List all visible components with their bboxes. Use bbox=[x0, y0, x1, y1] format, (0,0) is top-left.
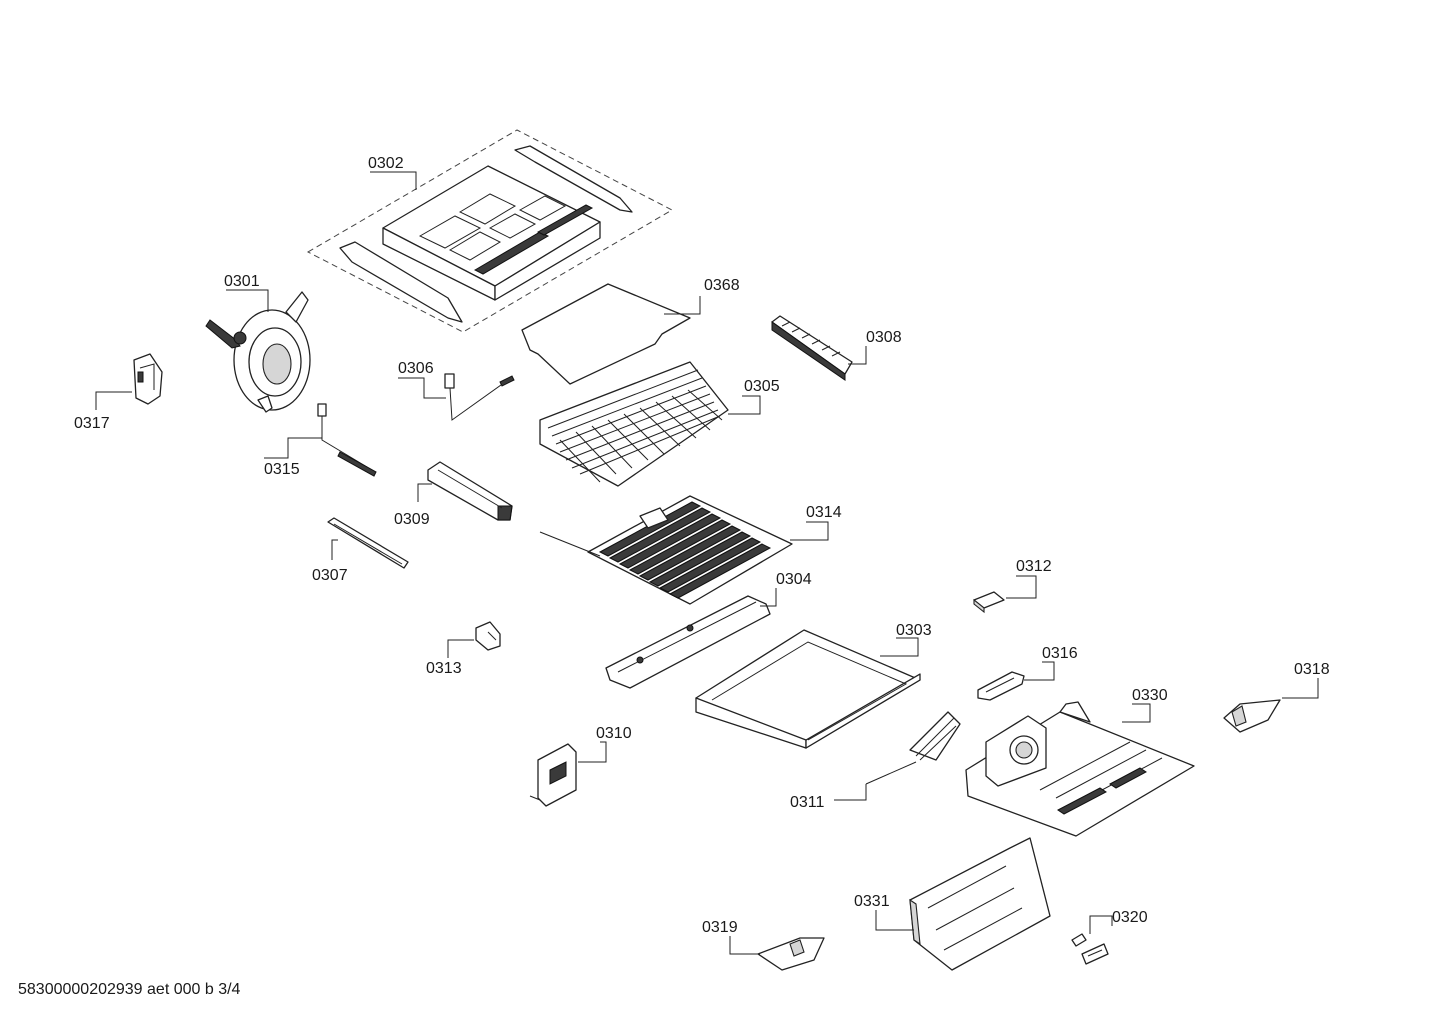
label-0317: 0317 bbox=[74, 415, 110, 432]
label-0304: 0304 bbox=[776, 571, 812, 588]
part-0307-strip[interactable] bbox=[327, 517, 409, 569]
part-0330-housing[interactable] bbox=[965, 701, 1195, 837]
part-0319-corner[interactable] bbox=[757, 937, 825, 971]
part-0318-corner[interactable] bbox=[1223, 699, 1281, 733]
part-0313-clip[interactable] bbox=[475, 621, 501, 651]
document-id-footer: 58300000202939 aet 000 b 3/4 bbox=[18, 981, 241, 998]
part-0312-block[interactable] bbox=[973, 591, 1005, 614]
label-0310: 0310 bbox=[596, 725, 632, 742]
label-0305: 0305 bbox=[744, 378, 780, 395]
label-0309: 0309 bbox=[394, 511, 430, 528]
part-0306-sensor[interactable] bbox=[444, 373, 515, 421]
label-0331: 0331 bbox=[854, 893, 890, 910]
part-0304-rail[interactable] bbox=[605, 595, 771, 689]
label-0303: 0303 bbox=[896, 622, 932, 639]
part-labels: 0302 0301 0368 0308 0306 0305 0317 0315 … bbox=[74, 155, 1330, 936]
part-0331-duct[interactable] bbox=[909, 837, 1051, 971]
label-0318: 0318 bbox=[1294, 661, 1330, 678]
part-0301-fan[interactable] bbox=[205, 291, 311, 413]
part-0368-foil[interactable] bbox=[521, 283, 691, 385]
label-0302: 0302 bbox=[368, 155, 404, 172]
part-0315-sensor[interactable] bbox=[317, 403, 377, 477]
part-0317-bracket[interactable] bbox=[133, 353, 163, 405]
label-0330: 0330 bbox=[1132, 687, 1168, 704]
label-0308: 0308 bbox=[866, 329, 902, 346]
part-0311-heater-wire[interactable] bbox=[865, 711, 961, 785]
part-0310-bracket[interactable] bbox=[529, 743, 577, 807]
label-0319: 0319 bbox=[702, 919, 738, 936]
part-0320-connector[interactable] bbox=[1071, 933, 1109, 965]
label-0368: 0368 bbox=[704, 277, 740, 294]
leader-lines bbox=[95, 171, 1319, 955]
label-0320: 0320 bbox=[1112, 909, 1148, 926]
part-0316-clip[interactable] bbox=[977, 671, 1025, 701]
label-0306: 0306 bbox=[398, 360, 434, 377]
label-0311: 0311 bbox=[790, 794, 825, 811]
label-0315: 0315 bbox=[264, 461, 300, 478]
label-0301: 0301 bbox=[224, 273, 260, 290]
part-0309-bracket[interactable] bbox=[427, 461, 513, 521]
label-0312: 0312 bbox=[1016, 558, 1052, 575]
part-0308-strip[interactable] bbox=[771, 315, 853, 381]
part-0314-heater[interactable] bbox=[539, 495, 793, 605]
part-0302-assembly[interactable] bbox=[306, 129, 674, 333]
label-0313: 0313 bbox=[426, 660, 462, 677]
label-0314: 0314 bbox=[806, 504, 842, 521]
part-0303-tray[interactable] bbox=[695, 629, 921, 749]
part-0305-evaporator[interactable] bbox=[539, 361, 729, 487]
label-0316: 0316 bbox=[1042, 645, 1078, 662]
label-0307: 0307 bbox=[312, 567, 348, 584]
